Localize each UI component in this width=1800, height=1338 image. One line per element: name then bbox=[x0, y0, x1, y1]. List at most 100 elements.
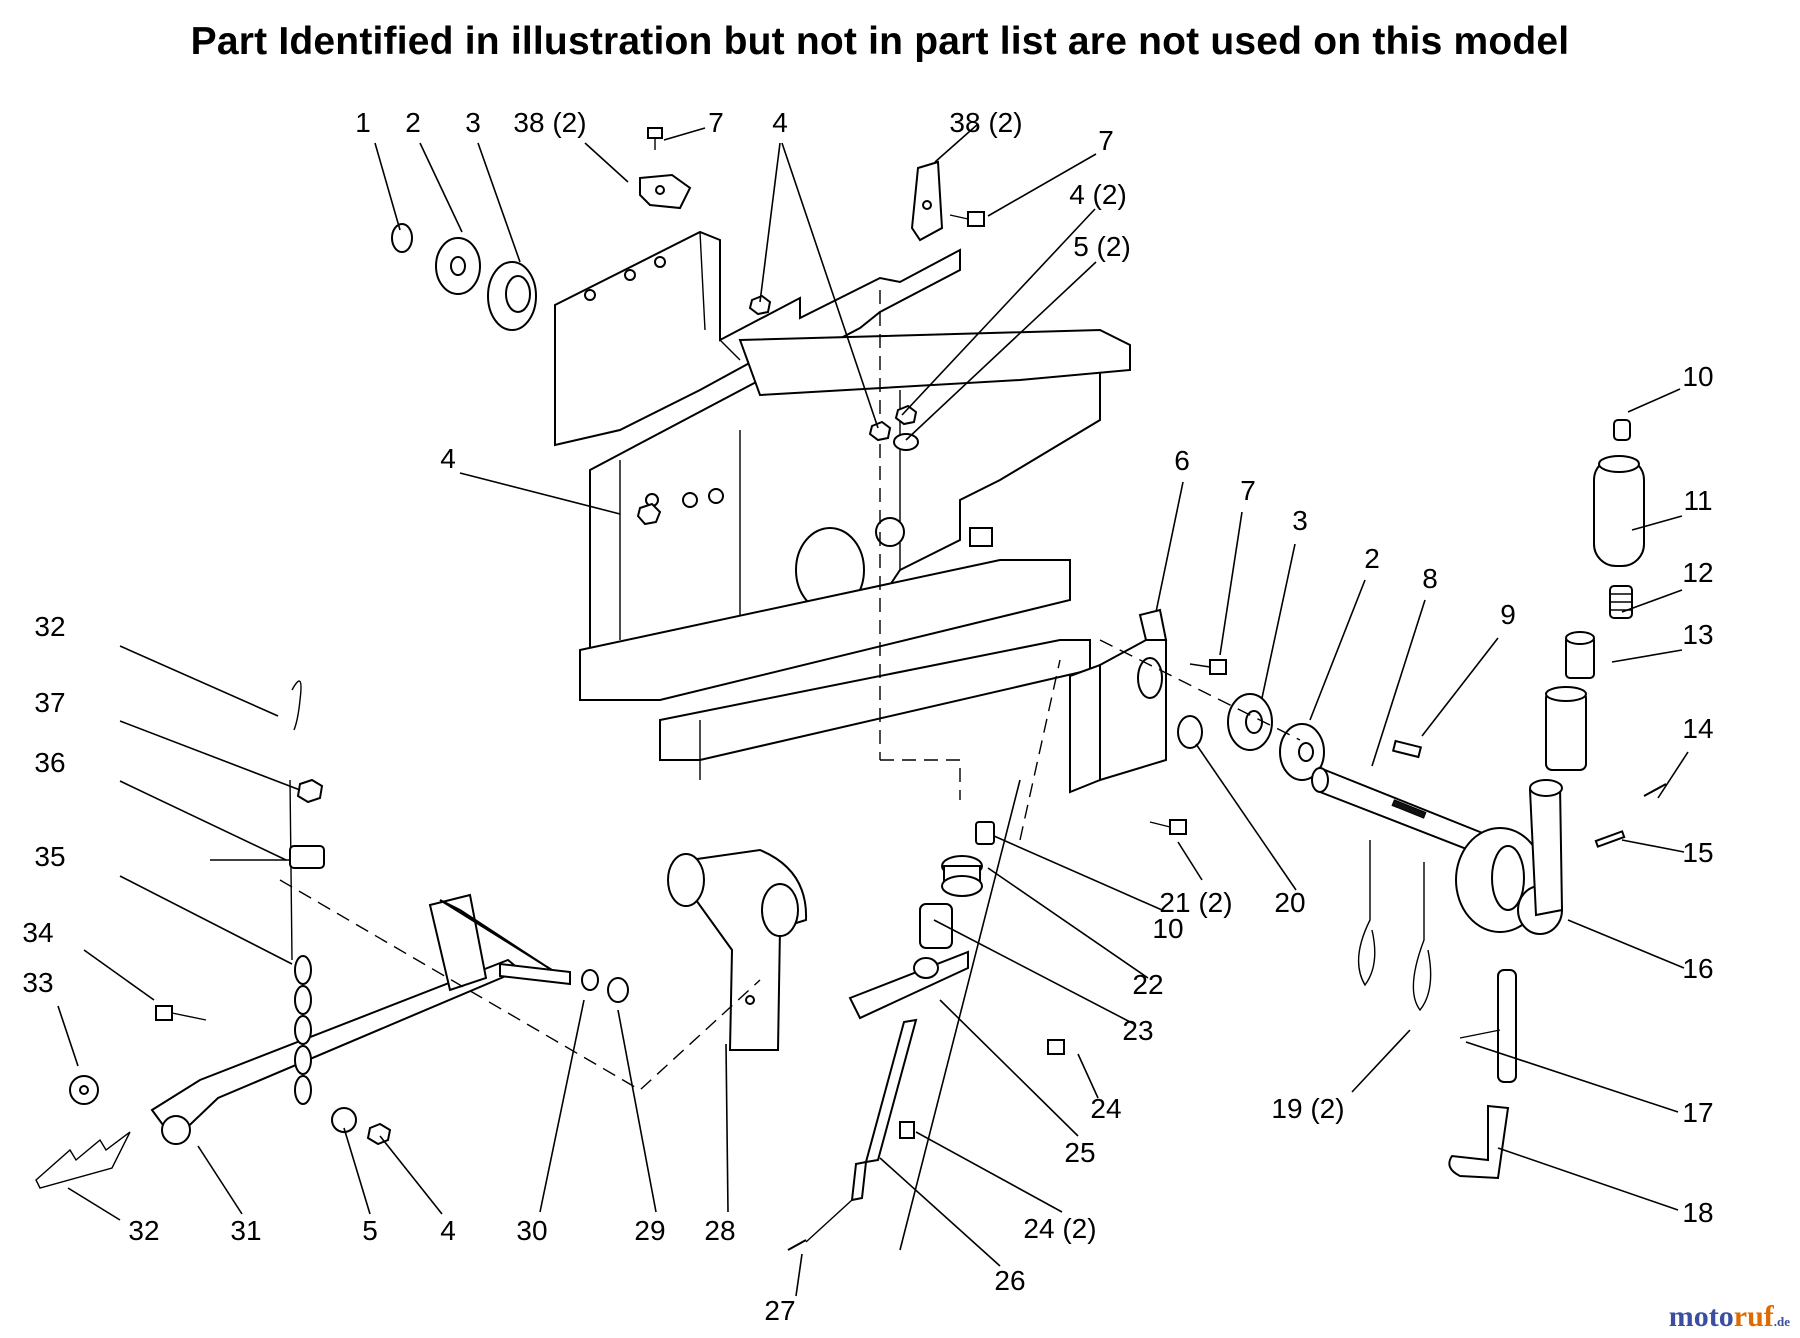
leader-line-c20 bbox=[1621, 589, 1683, 613]
callout-label-c31: 33 bbox=[22, 967, 53, 998]
callout-label-c13: 11 bbox=[1683, 485, 1712, 516]
leader-line-c36 bbox=[933, 919, 1135, 1025]
leader-line-c48 bbox=[379, 1135, 443, 1215]
leader-line-c10 bbox=[901, 208, 1096, 416]
washer-2-right bbox=[1279, 723, 1325, 781]
leader-line-c17 bbox=[1261, 543, 1296, 699]
plate-25 bbox=[848, 950, 969, 1020]
callout-label-c39: 19 (2) bbox=[1271, 1093, 1344, 1124]
leader-line-c18 bbox=[1309, 579, 1366, 721]
callout-label-c29: 35 bbox=[34, 841, 65, 872]
top-rail bbox=[738, 290, 1131, 800]
leader-line-c02 bbox=[419, 142, 463, 233]
hairpin-32-bottom bbox=[35, 1131, 131, 1189]
bracket-38-left bbox=[639, 173, 692, 210]
leader-line-c28 bbox=[119, 780, 287, 861]
leader-line-c26 bbox=[119, 645, 279, 717]
callout-label-c14: 4 bbox=[440, 443, 456, 474]
callout-label-c51: 28 bbox=[704, 1215, 735, 1246]
callout-label-c09: 7 bbox=[1098, 125, 1114, 156]
leader-line-c41 bbox=[1497, 1147, 1679, 1211]
callout-label-c04: 38 (2) bbox=[513, 107, 586, 138]
leader-line-c15 bbox=[1155, 481, 1184, 613]
bolt-24 bbox=[1047, 1039, 1065, 1055]
clamp-36 bbox=[210, 845, 325, 869]
callout-label-c12: 10 bbox=[1682, 361, 1713, 392]
washer-5-bottom bbox=[331, 1107, 357, 1133]
leader-line-c50 bbox=[617, 1009, 657, 1213]
nut-4-bottom bbox=[366, 1122, 392, 1146]
callout-label-c43: 26 bbox=[994, 1265, 1025, 1296]
leader-line-c31 bbox=[57, 1005, 79, 1067]
leader-line-c03 bbox=[477, 142, 521, 263]
leader-line-c08 bbox=[934, 123, 979, 163]
callout-label-c27: 37 bbox=[34, 687, 65, 718]
callout-label-c30: 34 bbox=[22, 917, 53, 948]
washer-33 bbox=[69, 1075, 99, 1105]
callout-label-c37: 24 bbox=[1090, 1093, 1121, 1124]
callout-label-c18: 2 bbox=[1364, 543, 1380, 574]
hairpin-19-right bbox=[1412, 862, 1432, 1012]
callout-label-c50: 29 bbox=[634, 1215, 665, 1246]
callout-label-c22: 13 bbox=[1682, 619, 1713, 650]
callout-label-c38: 25 bbox=[1064, 1137, 1095, 1168]
leader-line-c46 bbox=[197, 1145, 243, 1215]
rod-17 bbox=[1459, 969, 1517, 1083]
callout-label-c34: 20 bbox=[1274, 887, 1305, 918]
bolt-34 bbox=[155, 1005, 207, 1021]
spring-12 bbox=[1609, 585, 1633, 619]
side-bracket-6 bbox=[1069, 608, 1168, 794]
leader-line-c13 bbox=[1631, 515, 1683, 531]
callout-label-c23: 14 bbox=[1682, 713, 1713, 744]
lever-31 bbox=[150, 893, 571, 1145]
page-title: Part Identified in illustration but not … bbox=[190, 20, 1570, 63]
leader-line-c24 bbox=[1621, 839, 1685, 853]
nut-4-mid bbox=[868, 404, 919, 451]
callout-label-c25: 16 bbox=[1682, 953, 1713, 984]
leader-line-c42 bbox=[915, 1131, 1063, 1213]
bracket-38-right bbox=[910, 160, 944, 242]
washer-20 bbox=[1177, 715, 1203, 749]
leader-line-c35 bbox=[987, 867, 1149, 979]
grip-11 bbox=[1593, 455, 1645, 567]
callout-label-c33: 21 (2) bbox=[1159, 887, 1232, 918]
callout-label-c42: 24 (2) bbox=[1023, 1213, 1096, 1244]
pivot-arm-28 bbox=[667, 848, 808, 1051]
bolt-7-top-right bbox=[949, 211, 985, 227]
bolt-24-2 bbox=[899, 1121, 915, 1139]
leader-line-c11 bbox=[905, 261, 1097, 441]
nut-4-top bbox=[748, 294, 772, 316]
pin-27 bbox=[787, 1239, 807, 1251]
bushing-3-right bbox=[1227, 693, 1273, 751]
bottom-channel-rail bbox=[579, 559, 1091, 780]
bolt-7-side bbox=[1189, 659, 1227, 675]
leader-line-c01 bbox=[374, 142, 401, 231]
key-9 bbox=[1391, 739, 1423, 759]
callout-label-c11: 5 (2) bbox=[1073, 231, 1131, 262]
threaded-rod-26 bbox=[805, 1018, 918, 1243]
leader-line-c49 bbox=[539, 999, 585, 1213]
callout-label-c17: 3 bbox=[1292, 505, 1308, 536]
callout-label-c21: 9 bbox=[1500, 599, 1516, 630]
chain-35 bbox=[289, 779, 312, 1105]
callout-label-c15: 6 bbox=[1174, 445, 1190, 476]
callout-label-c40: 17 bbox=[1682, 1097, 1713, 1128]
leader-line-c29 bbox=[119, 875, 293, 965]
leader-line-c32 bbox=[993, 835, 1163, 911]
callout-label-c10: 4 (2) bbox=[1069, 179, 1127, 210]
pulley-assembly-left bbox=[391, 223, 537, 331]
leader-line-c45 bbox=[67, 1187, 121, 1221]
callout-label-c05: 7 bbox=[708, 107, 724, 138]
callout-label-c01: 1 bbox=[355, 107, 371, 138]
callout-label-c32: 10 bbox=[1152, 913, 1183, 944]
callout-label-c24: 15 bbox=[1682, 837, 1713, 868]
upper-frame-plate bbox=[554, 230, 961, 447]
callout-label-c48: 4 bbox=[440, 1215, 456, 1246]
leader-line-c21 bbox=[1421, 637, 1499, 737]
leader-line-c51 bbox=[725, 1043, 729, 1213]
watermark-logo: motoruf.de bbox=[1669, 1300, 1790, 1334]
shaft-30 bbox=[499, 962, 629, 1003]
callout-label-c03: 3 bbox=[465, 107, 481, 138]
leader-line-c12 bbox=[1627, 388, 1681, 413]
